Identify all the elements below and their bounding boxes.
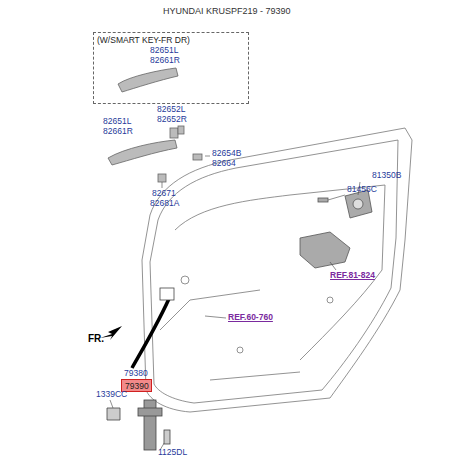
part-number: 82664 <box>212 158 236 168</box>
part-number: 82681A <box>150 198 179 208</box>
part-number: 1125DL <box>158 447 187 457</box>
option-note: (W/SMART KEY-FR DR) <box>97 35 190 45</box>
reference-link: REF.81-824 <box>330 270 375 280</box>
part-number: 82652R <box>157 114 187 124</box>
drawing-title: HYUNDAI KRUSPF219 - 79390 <box>163 6 291 16</box>
part-number: 82671 <box>152 188 176 198</box>
option-frame: (W/SMART KEY-FR DR)82651L82661R <box>93 32 249 104</box>
part-number: 1339CC <box>96 389 127 399</box>
part-number: 79380 <box>124 368 148 378</box>
reference-link: REF.60-760 <box>228 312 273 322</box>
part-number: 82652L <box>157 104 185 114</box>
part-number: 81350B <box>372 170 401 180</box>
part-number: 82661R <box>150 55 180 65</box>
part-number: 81456C <box>347 184 377 194</box>
part-number: 82651L <box>103 116 131 126</box>
part-number: 82651L <box>150 45 178 55</box>
part-number: 79390 <box>125 381 149 391</box>
part-number: 82661R <box>103 126 133 136</box>
front-direction: FR. <box>88 334 104 344</box>
part-number: 82654B <box>212 148 241 158</box>
